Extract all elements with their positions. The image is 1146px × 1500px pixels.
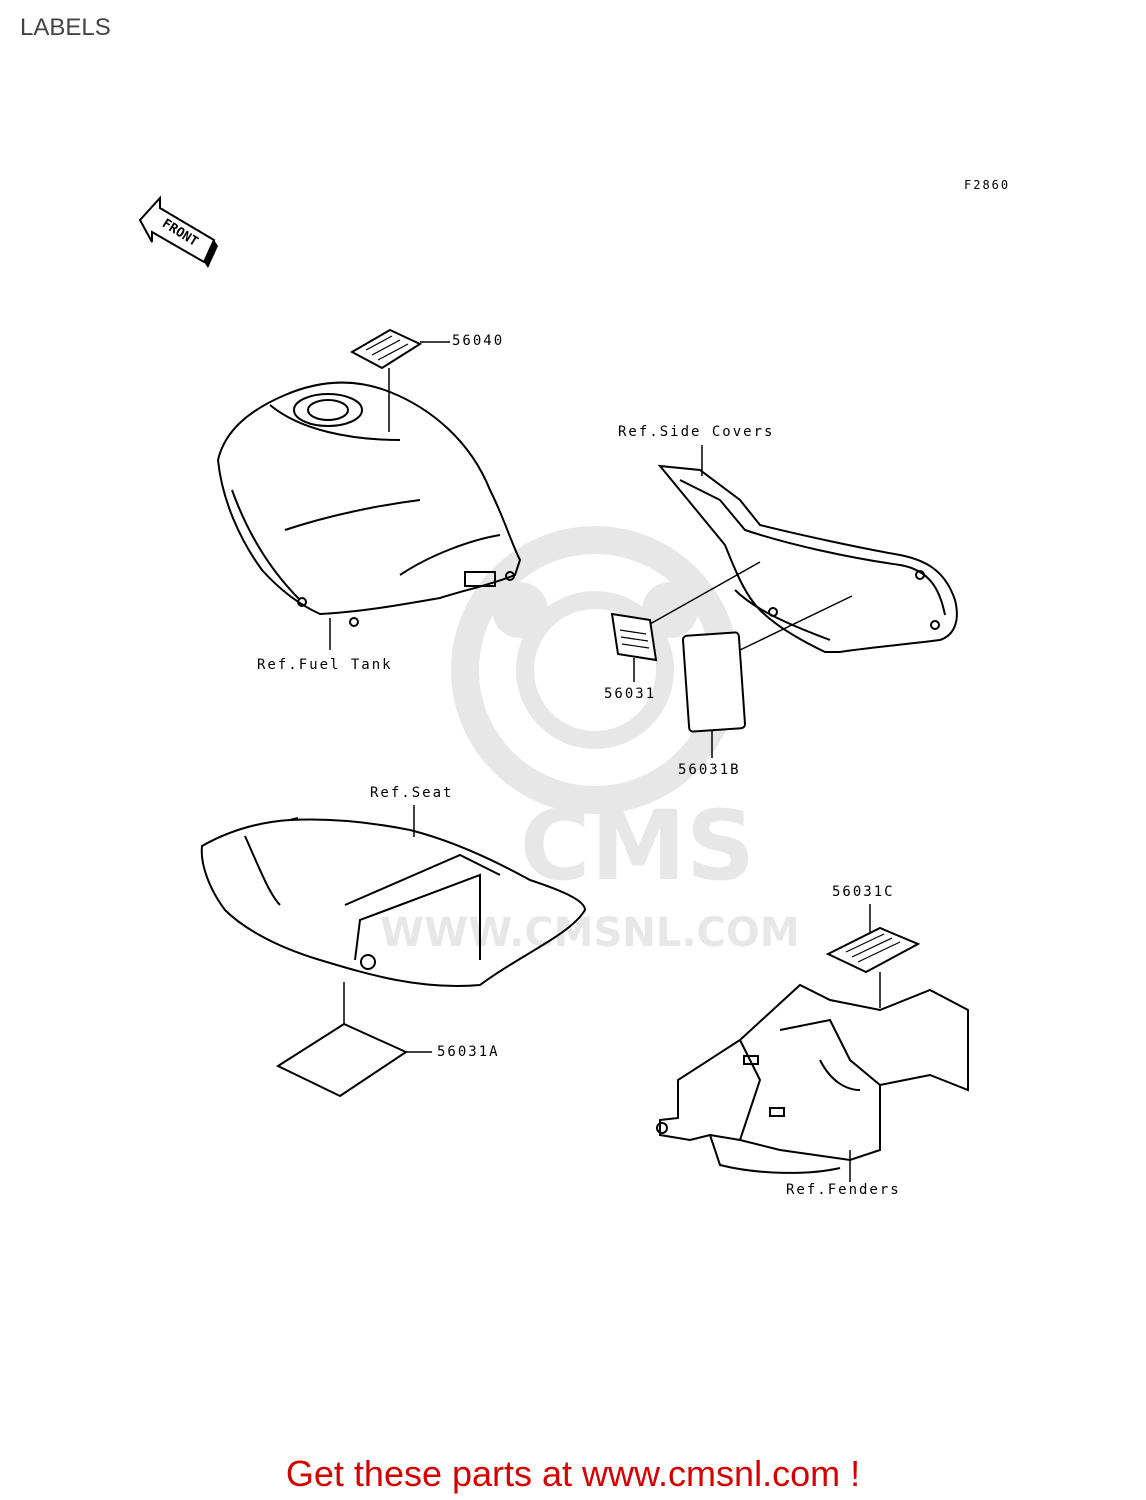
- callout-ref-seat[interactable]: Ref.Seat: [370, 785, 454, 801]
- callout-ref-fuel-tank[interactable]: Ref.Fuel Tank: [257, 657, 393, 673]
- callout-56031[interactable]: 56031: [604, 686, 657, 702]
- label-56031-shape: [610, 612, 658, 662]
- fender-drawing: [656, 983, 969, 1174]
- label-56031b-shape: [681, 631, 747, 733]
- seat-drawing: [200, 817, 587, 987]
- callout-56031a[interactable]: 56031A: [437, 1044, 500, 1060]
- label-56031c-shape: [825, 926, 921, 974]
- label-56040-shape: [349, 328, 423, 370]
- figure-code: F2860: [964, 178, 1011, 192]
- watermark-url: WWW.CMSNL.COM: [380, 910, 800, 956]
- leader-line: [649, 561, 761, 625]
- page-title: LABELS: [20, 14, 111, 41]
- callout-ref-fenders[interactable]: Ref.Fenders: [786, 1182, 901, 1198]
- fuel-tank-drawing: [216, 381, 522, 627]
- callout-56031c[interactable]: 56031C: [832, 884, 895, 900]
- leader-line: [739, 595, 853, 651]
- label-56031a-shape: [275, 1022, 409, 1098]
- watermark-brand: CMS: [520, 790, 756, 902]
- side-cover-drawing: [657, 464, 958, 653]
- callout-56040[interactable]: 56040: [452, 333, 505, 349]
- front-arrow-icon: FRONT: [138, 195, 218, 268]
- callout-56031b[interactable]: 56031B: [678, 762, 741, 778]
- cta-link[interactable]: Get these parts at www.cmsnl.com !: [285, 1453, 861, 1494]
- callout-ref-side-covers[interactable]: Ref.Side Covers: [618, 424, 775, 440]
